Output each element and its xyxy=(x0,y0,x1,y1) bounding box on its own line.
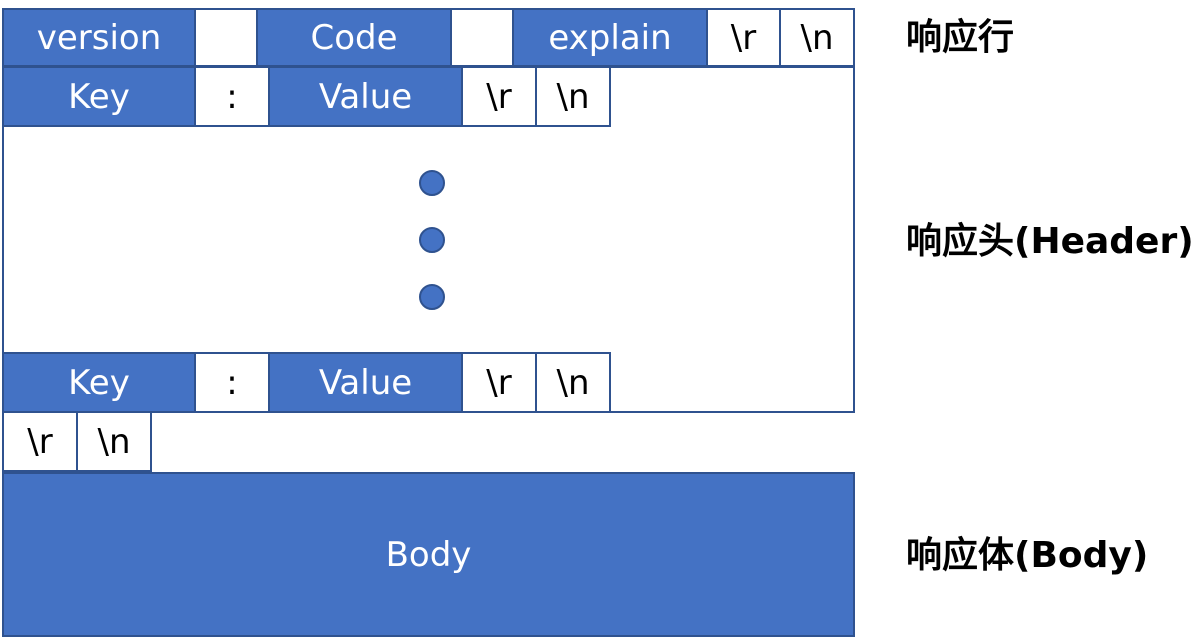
header-value-cell-first: Value xyxy=(268,66,463,127)
status-space-cell-2 xyxy=(450,8,514,67)
header-colon-cell-first: : xyxy=(194,66,270,127)
header-lf-cell-last: \n xyxy=(535,352,611,413)
ellipsis-dot-2 xyxy=(419,227,445,253)
status-space-cell-1 xyxy=(194,8,258,67)
status-cr-cell: \r xyxy=(706,8,781,67)
body-block: Body xyxy=(2,472,855,637)
header-cr-cell-first: \r xyxy=(461,66,537,127)
blank-line-cr-cell: \r xyxy=(2,411,78,472)
ellipsis-dot-3 xyxy=(419,284,445,310)
ellipsis-dot-1 xyxy=(419,170,445,196)
status-code-cell: Code xyxy=(256,8,452,67)
status-version-cell: version xyxy=(2,8,196,67)
status-explain-cell: explain xyxy=(512,8,708,67)
header-colon-cell-last: : xyxy=(194,352,270,413)
header-section-label: 响应头(Header) xyxy=(906,221,1191,262)
header-key-cell-first: Key xyxy=(2,66,196,127)
header-key-cell-last: Key xyxy=(2,352,196,413)
body-section-label: 响应体(Body) xyxy=(906,535,1149,576)
header-cr-cell-last: \r xyxy=(461,352,537,413)
header-lf-cell-first: \n xyxy=(535,66,611,127)
blank-line-lf-cell: \n xyxy=(76,411,152,472)
header-value-cell-last: Value xyxy=(268,352,463,413)
status-lf-cell: \n xyxy=(779,8,855,67)
status-line-label: 响应行 xyxy=(906,17,1015,58)
